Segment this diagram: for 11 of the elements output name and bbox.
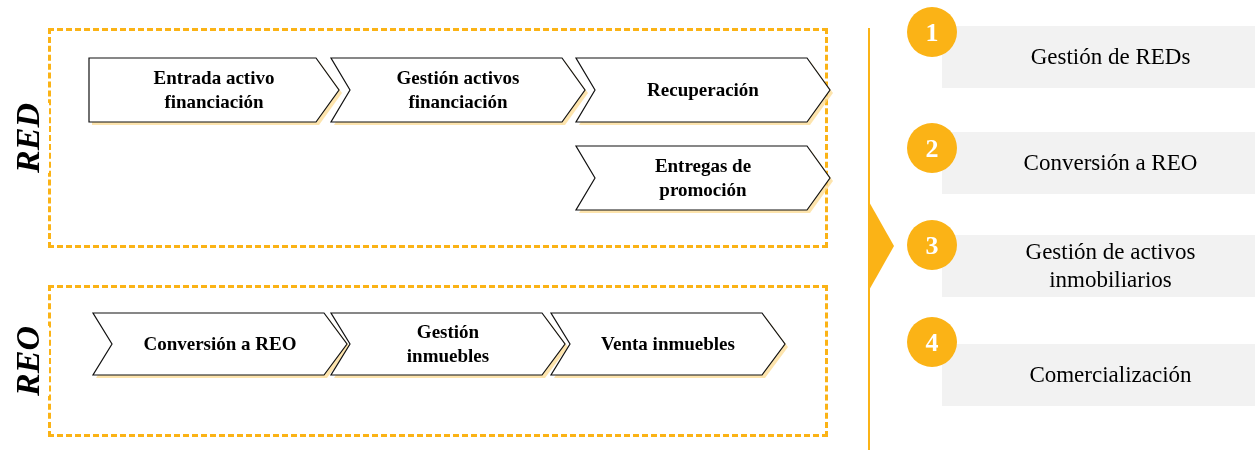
step-box: Conversión a REO <box>942 132 1255 194</box>
step-box: Gestión de REDs <box>942 26 1255 88</box>
chevron-step: Entrada activo financiación <box>88 57 340 123</box>
chevron-step: Conversión a REO <box>92 312 348 376</box>
chevron-step: Gestión inmuebles <box>330 312 566 376</box>
chevron-step: Gestión activos financiación <box>330 57 586 123</box>
step-box: Gestión de activos inmobiliarios <box>942 235 1255 297</box>
chevron-step: Venta inmuebles <box>550 312 786 376</box>
chevron-step: Entregas de promoción <box>575 145 831 211</box>
chevron-step: Recuperación <box>575 57 831 123</box>
step-box: Comercialización <box>942 344 1255 406</box>
